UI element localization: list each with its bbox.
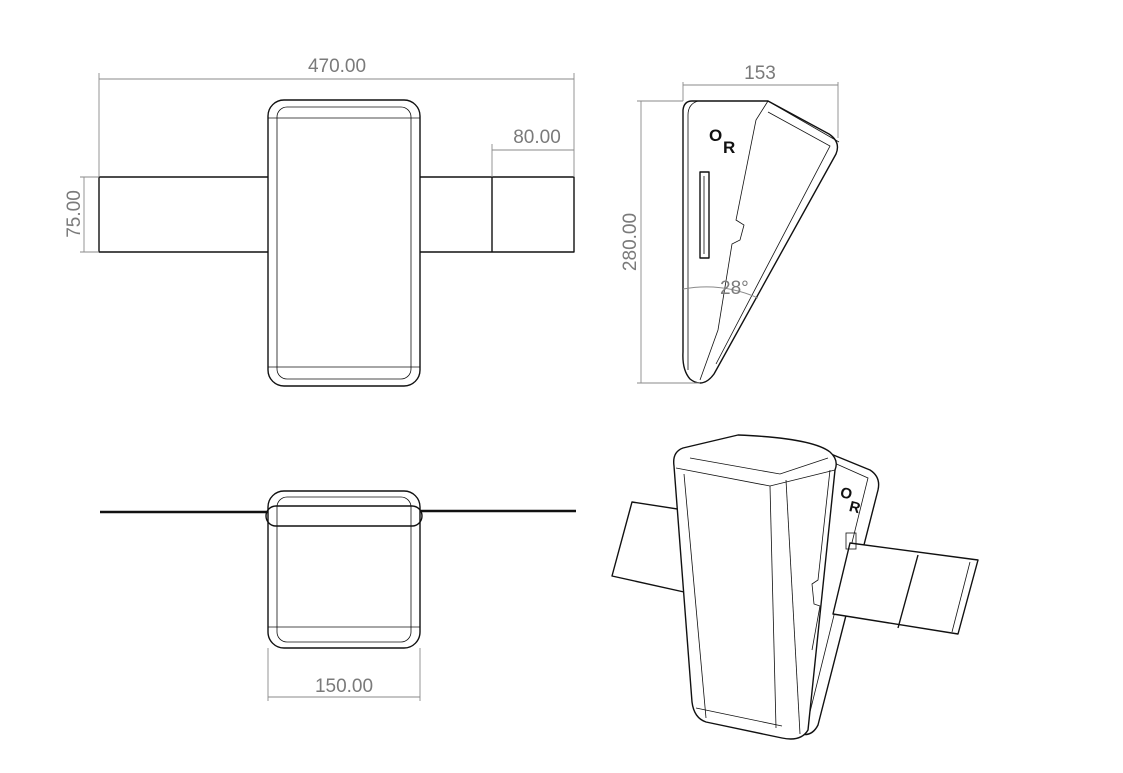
front-body <box>267 99 421 387</box>
side-split-line <box>699 100 769 381</box>
side-logo: O R <box>709 126 735 157</box>
dimension-side-depth: 153 <box>682 63 839 138</box>
iso-front-top-inner <box>689 457 829 475</box>
side-view: O R 153 280.00 28° <box>620 63 840 384</box>
iso-strap-right-edge <box>951 561 971 633</box>
iso-front-left-inner <box>683 473 707 719</box>
dim-label-strap-extension: 80.00 <box>513 127 561 148</box>
dimension-strap-extension: 80.00 <box>491 127 574 177</box>
dim-label-strap-height: 75.00 <box>64 190 85 238</box>
side-inner-edge <box>715 111 831 365</box>
iso-slot <box>845 532 857 550</box>
top-body-inner <box>276 496 412 643</box>
side-logo-bottom: R <box>723 138 735 157</box>
iso-logo-bottom: R <box>847 498 862 517</box>
front-view: 470.00 80.00 75.00 <box>64 56 575 387</box>
iso-body-front <box>673 434 837 740</box>
side-logo-top: O <box>709 126 722 145</box>
iso-body-rear-inner <box>807 461 869 721</box>
top-body-strap-band <box>265 505 423 527</box>
isometric-view: O R <box>611 434 979 740</box>
iso-logo: O R <box>838 484 862 517</box>
iso-strap-right <box>832 542 979 635</box>
side-body-edge <box>687 100 699 370</box>
side-slot <box>699 171 710 259</box>
iso-front-corner-edge-2 <box>785 479 801 735</box>
dimension-strap-height: 75.00 <box>64 176 99 253</box>
front-body-inner <box>276 106 412 380</box>
iso-strap-right-seam <box>897 554 919 629</box>
dim-label-side-height: 280.00 <box>620 213 641 271</box>
front-strap-left <box>98 176 270 253</box>
iso-split-line <box>811 469 831 651</box>
dimension-side-height: 280.00 <box>620 100 700 384</box>
top-view: 150.00 <box>100 490 576 701</box>
dimension-overall-width: 470.00 <box>98 56 575 177</box>
front-strap-right <box>417 176 575 253</box>
top-body <box>267 490 421 649</box>
iso-front-bottom-inner <box>695 707 783 727</box>
dim-label-side-depth: 153 <box>744 63 776 84</box>
iso-front-corner-edge <box>769 485 777 729</box>
iso-strap-left <box>611 501 685 593</box>
dimension-angle: 28° <box>682 278 759 299</box>
dimension-bottom-width: 150.00 <box>267 648 421 701</box>
side-top-edge <box>767 100 840 143</box>
iso-logo-top: O <box>838 484 854 503</box>
dim-label-angle: 28° <box>720 278 749 299</box>
side-body <box>682 100 839 384</box>
dim-label-bottom-width: 150.00 <box>315 676 373 697</box>
dim-label-overall-width: 470.00 <box>308 56 366 77</box>
